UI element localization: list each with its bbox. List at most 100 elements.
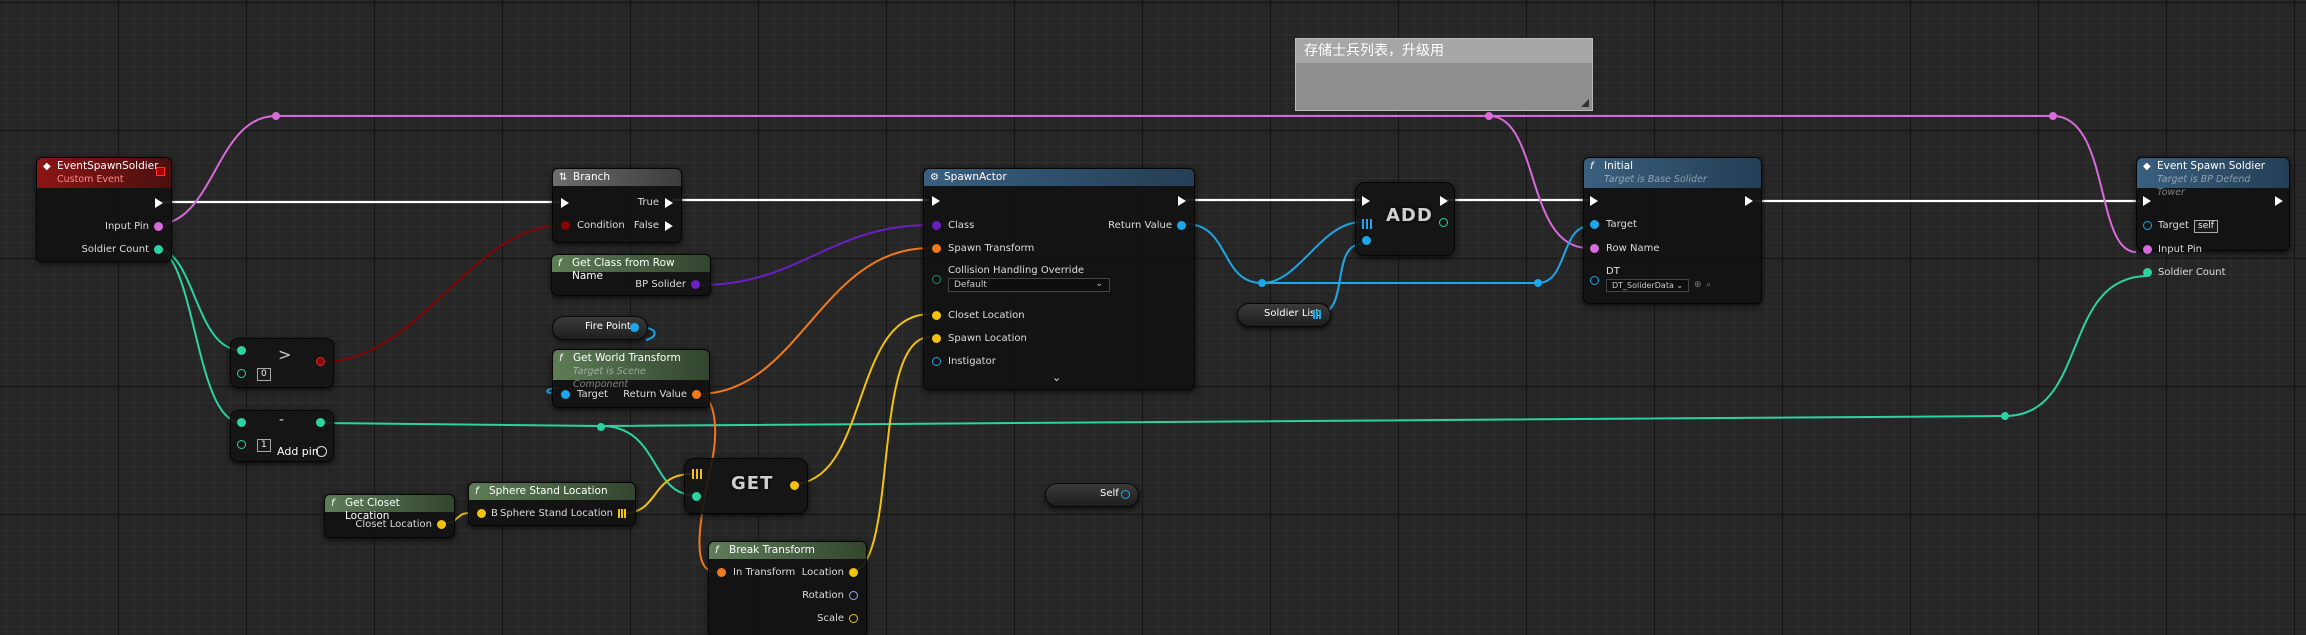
self-out-pin[interactable] — [1121, 490, 1130, 499]
item-in-pin[interactable] — [1362, 236, 1371, 245]
exec-out-pin[interactable] — [1745, 196, 1753, 206]
bp-solider-label: BP Solider — [635, 279, 686, 290]
class-in-pin[interactable] — [932, 221, 941, 230]
array-grid-icon[interactable] — [1313, 310, 1322, 319]
b-value-field[interactable]: 0 — [257, 368, 271, 381]
sphere-stand-location-node[interactable]: f Sphere Stand Location B Sphere Stand L… — [468, 482, 636, 526]
get-class-from-row-name-node[interactable]: f Get Class from Row Name BP Solider — [551, 254, 711, 296]
collision-override-pin[interactable] — [932, 275, 941, 284]
vector-out-pin[interactable] — [437, 520, 446, 529]
node-title: Break Transform — [729, 544, 815, 556]
instigator-pin[interactable] — [932, 357, 941, 366]
fire-point-out-pin[interactable] — [630, 323, 639, 332]
comment-title[interactable]: 存储士兵列表，升级用 — [1296, 39, 1592, 63]
bool-out-pin[interactable] — [316, 357, 325, 366]
delegate-pin[interactable] — [156, 167, 165, 176]
target-in-pin[interactable] — [2143, 221, 2152, 230]
exec-out-pin[interactable] — [1178, 196, 1186, 206]
condition-pin[interactable] — [561, 221, 570, 230]
input-pin-out[interactable] — [154, 222, 163, 231]
soldier-count-out[interactable] — [154, 245, 163, 254]
return-value-out-pin[interactable] — [1177, 221, 1186, 230]
index-out-pin[interactable] — [1439, 218, 1448, 227]
array-add-node[interactable]: ADD — [1355, 182, 1455, 256]
get-world-transform-node[interactable]: f Get World Transform Target is Scene Co… — [552, 349, 710, 408]
node-title: Sphere Stand Location — [489, 485, 608, 497]
spawn-transform-label: Spawn Transform — [948, 243, 1035, 254]
exec-in-pin[interactable] — [2143, 196, 2151, 206]
scale-out-pin[interactable] — [849, 614, 858, 623]
vector-wire — [791, 313, 931, 485]
b-input-pin[interactable] — [237, 369, 246, 378]
rotation-out-pin[interactable] — [849, 591, 858, 600]
function-icon: f — [558, 258, 562, 269]
node-subtitle: Target is BP Defend Tower — [2157, 174, 2251, 198]
index-in-pin[interactable] — [692, 492, 701, 501]
exec-in-pin[interactable] — [561, 198, 569, 208]
int-out-pin[interactable] — [316, 418, 325, 427]
self-reference-node[interactable]: Self — [1045, 483, 1139, 507]
greater-than-node[interactable]: 0 > — [230, 338, 334, 388]
array-get-node[interactable]: GET — [684, 458, 808, 514]
b-value-field[interactable]: 1 — [257, 439, 271, 452]
in-transform-pin[interactable] — [717, 568, 726, 577]
event-spawn-soldier-call-node[interactable]: ◆ Event Spawn Soldier Target is BP Defen… — [2136, 157, 2290, 278]
int-wire — [321, 275, 2149, 428]
node-title: Branch — [573, 171, 611, 183]
array-grid-icon[interactable] — [618, 509, 627, 518]
transform-out-pin[interactable] — [692, 390, 701, 399]
comment-resize-handle[interactable] — [1581, 99, 1589, 107]
b-input-pin[interactable] — [237, 440, 246, 449]
get-label: GET — [731, 473, 774, 494]
class-out-pin[interactable] — [691, 280, 700, 289]
target-label: Target — [1606, 219, 1637, 230]
node-subtitle: Target is Base Solider — [1604, 174, 1707, 185]
spawn-transform-pin[interactable] — [932, 244, 941, 253]
soldier-list-variable[interactable]: Soldier List — [1237, 303, 1331, 327]
target-in-pin[interactable] — [1590, 220, 1599, 229]
function-icon: f — [559, 353, 563, 364]
closet-location-pin[interactable] — [932, 311, 941, 320]
exec-out-pin[interactable] — [2275, 196, 2283, 206]
use-asset-icon[interactable]: ⊕ — [1694, 280, 1702, 290]
location-out-pin[interactable] — [849, 568, 858, 577]
in-transform-label: In Transform — [733, 567, 796, 578]
a-input-pin[interactable] — [237, 418, 246, 427]
exec-out-pin[interactable] — [1440, 196, 1448, 206]
comment-box[interactable]: 存储士兵列表，升级用 — [1295, 38, 1593, 111]
dt-pin[interactable] — [1590, 276, 1599, 285]
collision-override-dropdown[interactable]: Default ⌄ — [948, 278, 1110, 292]
exec-in-pin[interactable] — [1362, 196, 1370, 206]
search-icon[interactable]: ⌕ — [1706, 280, 1712, 290]
add-pin-icon[interactable] — [316, 446, 327, 457]
row-name-pin[interactable] — [1590, 244, 1599, 253]
event-spawn-soldier-node[interactable]: ◆ EventSpawnSoldier Custom Event Input P… — [36, 157, 172, 262]
chevron-down-icon[interactable]: ⌄ — [1052, 371, 1062, 384]
false-exec-pin[interactable] — [665, 221, 673, 231]
exec-in-pin[interactable] — [1590, 196, 1598, 206]
b-in-pin[interactable] — [477, 509, 486, 518]
initial-node[interactable]: f Initial Target is Base Solider Target … — [1583, 157, 1762, 304]
vector-out-pin[interactable] — [790, 481, 799, 490]
add-pin-button[interactable]: Add pin — [277, 445, 319, 458]
branch-node[interactable]: ⇅ Branch True Condition False — [552, 168, 682, 243]
target-value-field[interactable]: self — [2194, 220, 2218, 233]
spawn-location-pin[interactable] — [932, 334, 941, 343]
subtract-node[interactable]: 1 - Add pin — [230, 410, 334, 462]
target-in-pin[interactable] — [561, 390, 570, 399]
get-closet-location-node[interactable]: f Get Closet Location Closet Location — [324, 494, 455, 538]
soldier-count-in[interactable] — [2143, 268, 2152, 277]
fire-point-variable[interactable]: Fire Point — [552, 316, 648, 340]
exec-out-pin[interactable] — [155, 198, 163, 208]
class-label: Class — [948, 220, 975, 231]
vector-wire — [849, 336, 931, 573]
break-transform-node[interactable]: f Break Transform In Transform Location … — [708, 541, 867, 635]
true-exec-pin[interactable] — [665, 198, 673, 208]
input-pin-in[interactable] — [2143, 245, 2152, 254]
closet-location-label: Closet Location — [355, 519, 432, 530]
dt-asset-dropdown[interactable]: DT_SoliderData ⌄ — [1606, 279, 1690, 292]
a-input-pin[interactable] — [237, 346, 246, 355]
exec-in-pin[interactable] — [932, 196, 940, 206]
spawn-actor-node[interactable]: ⚙ SpawnActor Class Return Value Spawn Tr… — [923, 168, 1195, 390]
